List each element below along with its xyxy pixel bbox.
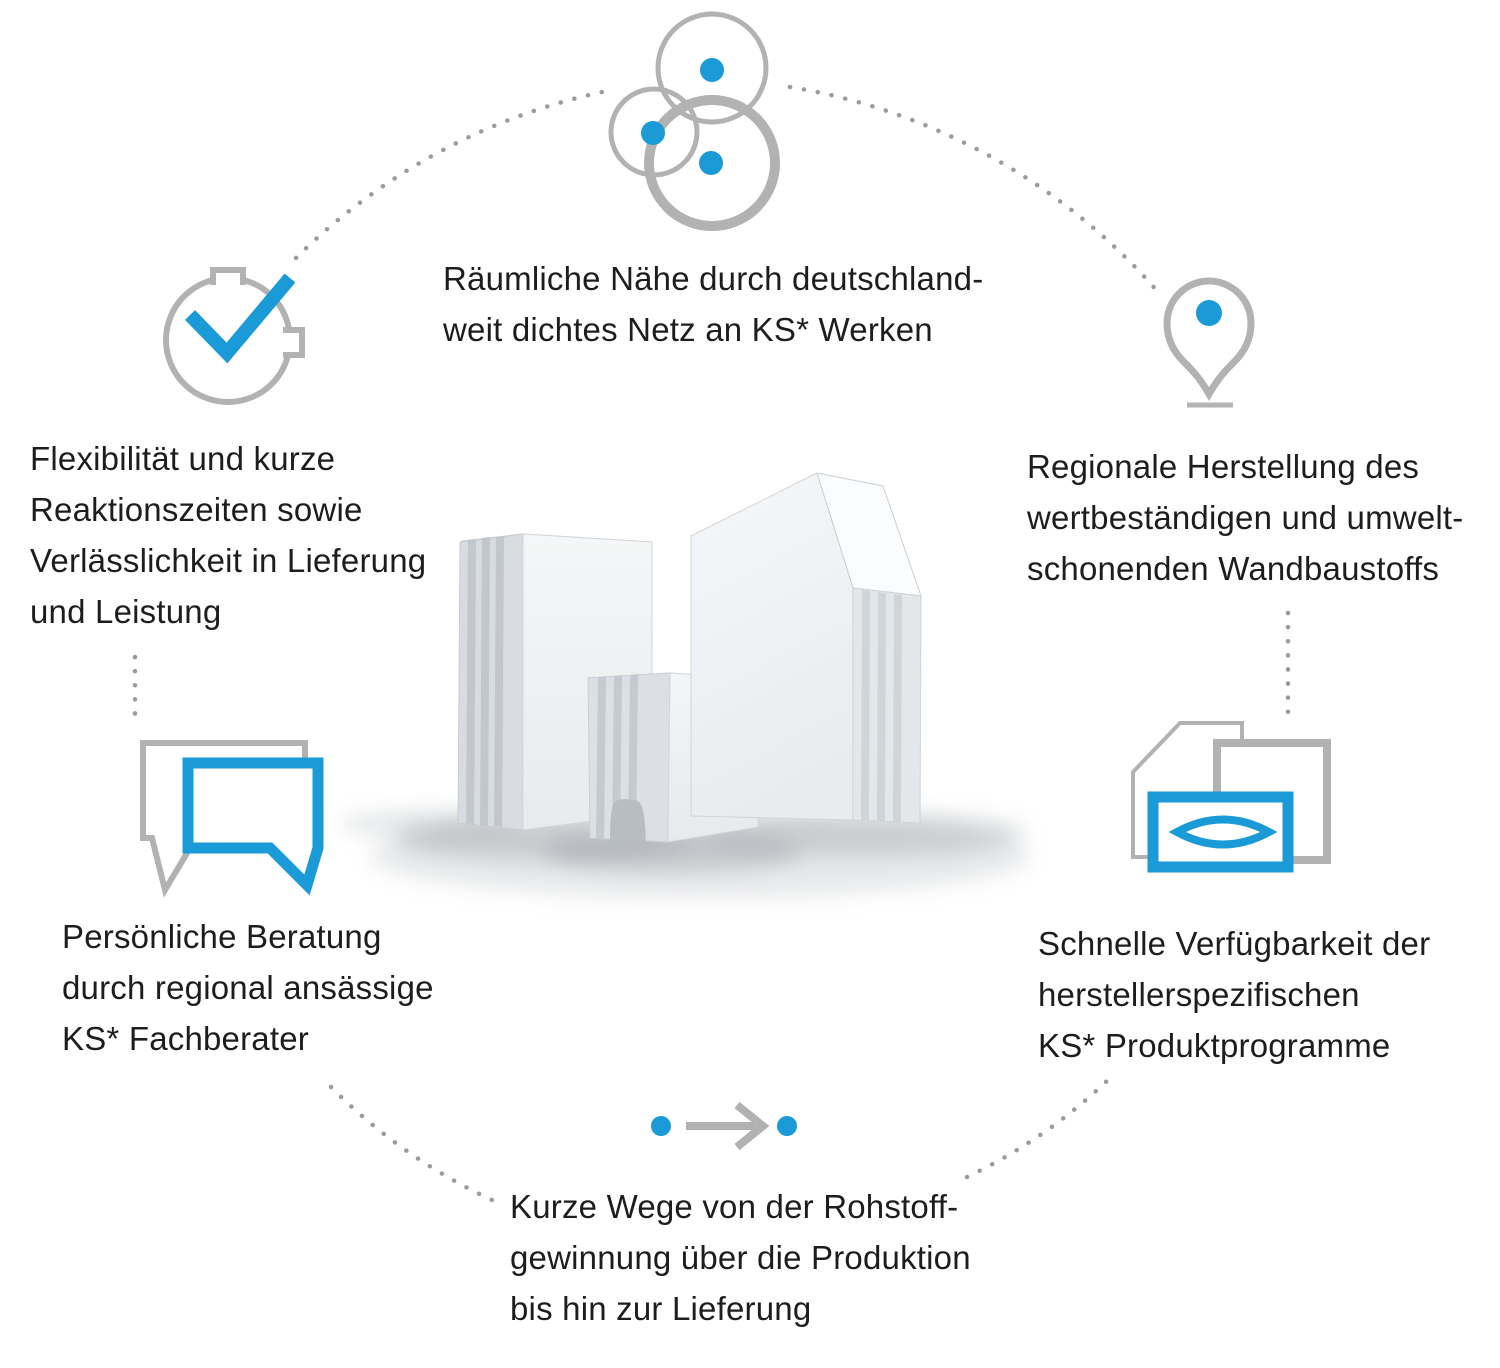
text-line: Reaktionszeiten sowie	[30, 491, 363, 528]
block-right	[690, 472, 922, 824]
text-line: und Leistung	[30, 593, 222, 630]
text-line: Kurze Wege von der Rohstoff-	[510, 1188, 959, 1225]
dotted-arc-top-left	[293, 87, 615, 261]
blue-dot	[699, 151, 723, 175]
text-line: gewinnung über die Produktion	[510, 1239, 971, 1276]
text-line: KS* Fachberater	[62, 1020, 309, 1057]
feature-text-personal-consulting: Persönliche Beratung durch regional ansä…	[62, 911, 434, 1064]
documents-eye-icon	[1131, 721, 1331, 873]
text-line: Räumliche Nähe durch deutschland-	[443, 260, 984, 297]
text-line: herstellerspezifischen	[1038, 976, 1360, 1013]
text-line: durch regional ansässige	[62, 969, 434, 1006]
dotted-arc-bottom-right	[964, 1075, 1113, 1180]
network-circles-icon	[608, 11, 780, 231]
stopwatch-check-icon	[163, 267, 305, 405]
text-line: wertbeständigen und umwelt-	[1027, 499, 1464, 536]
text-line: bis hin zur Lieferung	[510, 1290, 812, 1327]
feature-text-availability: Schnelle Verfügbarkeit der herstellerspe…	[1038, 918, 1430, 1071]
feature-text-network: Räumliche Nähe durch deutschland- weit d…	[443, 253, 983, 355]
blue-dot	[641, 121, 665, 145]
process-arrow-icon	[651, 1101, 797, 1151]
text-line: Verlässlichkeit in Lieferung	[30, 542, 427, 579]
text-line: weit dichtes Netz an KS* Werken	[443, 311, 933, 348]
location-pin-icon	[1163, 277, 1255, 408]
blue-dot	[700, 58, 724, 82]
text-line: schonenden Wandbaustoffs	[1027, 550, 1440, 587]
text-line: Schnelle Verfügbarkeit der	[1038, 925, 1431, 962]
grip-notch	[610, 799, 646, 842]
blue-dot	[1196, 300, 1222, 326]
blue-dot	[777, 1116, 797, 1136]
checkmark	[184, 273, 296, 364]
dotted-arc-bottom-left	[328, 1084, 495, 1203]
feature-text-short-routes: Kurze Wege von der Rohstoff- gewinnung ü…	[510, 1181, 971, 1334]
eye-shape	[1168, 815, 1278, 849]
feature-text-flexibility: Flexibilität und kurze Reaktionszeiten s…	[30, 433, 426, 637]
speech-bubbles-icon	[140, 740, 324, 897]
feature-text-regional-production: Regionale Herstellung des wertbeständige…	[1027, 441, 1463, 594]
text-line: Flexibilität und kurze	[30, 440, 336, 477]
text-line: Regionale Herstellung des	[1027, 448, 1420, 485]
dotted-arc-top-right	[787, 84, 1161, 295]
blue-dot	[651, 1116, 671, 1136]
dotted-arc-group	[132, 84, 1291, 1203]
text-line: Persönliche Beratung	[62, 918, 382, 955]
text-line: KS* Produktprogramme	[1038, 1027, 1391, 1064]
